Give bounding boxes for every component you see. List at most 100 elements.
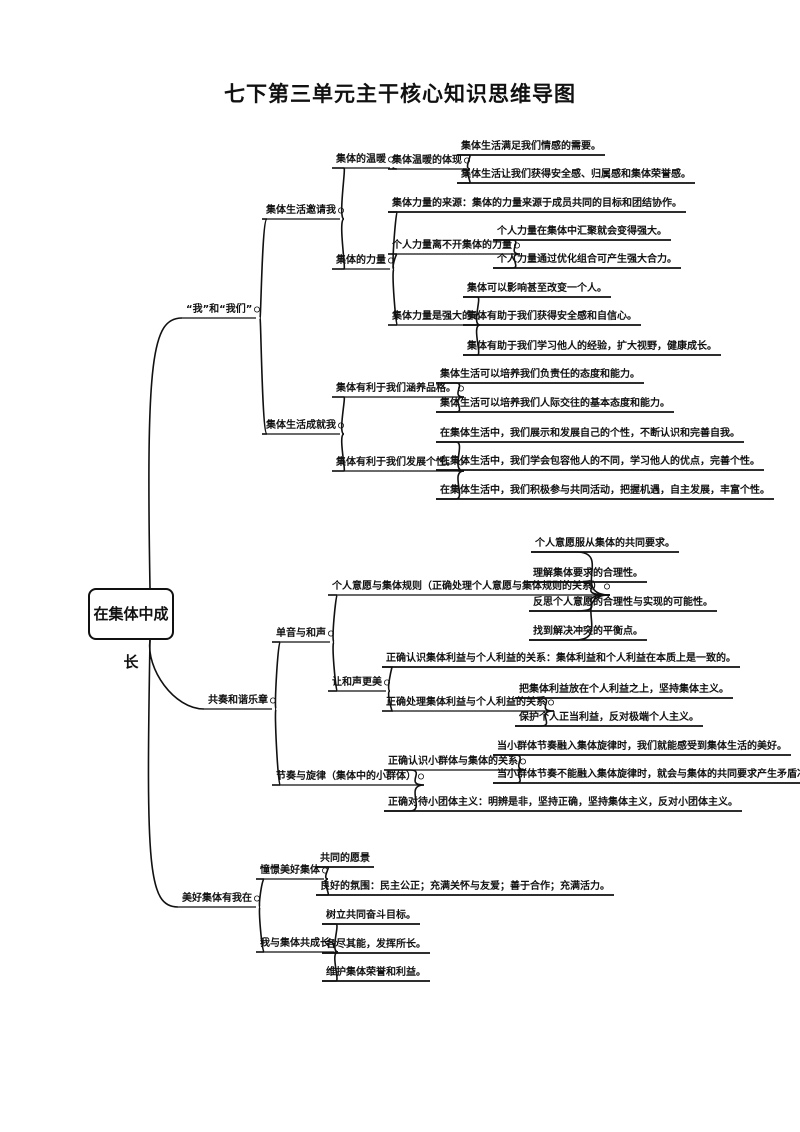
leaf-yingxiang-gaibian: 集体可以影响甚至改变一个人。 <box>467 283 607 294</box>
connector-curve <box>463 324 481 356</box>
leaf-anquangan: 集体生活让我们获得安全感、归属感和集体荣誉感。 <box>461 169 691 180</box>
collapse-toggle-icon <box>253 895 260 902</box>
node-zhengque-chuli[interactable]: 正确处理集体利益与个人利益的关系 <box>386 697 546 708</box>
connector-curve <box>463 296 481 326</box>
node-geren-yiyuan[interactable]: 个人意愿与集体规则（正确处理个人意愿与集体规则的关系） <box>332 581 602 592</box>
node-jiti-shenghuo-chengjiu[interactable]: 集体生活成就我 <box>266 420 336 431</box>
collapse-toggle-icon <box>457 459 464 466</box>
node-jiti-liliang[interactable]: 集体的力量 <box>336 255 386 266</box>
node-jiti-wennuan[interactable]: 集体的温暖 <box>336 154 386 165</box>
connector-curve <box>493 239 521 255</box>
node-wennuan-tixian[interactable]: 集体温暖的体现 <box>392 155 462 166</box>
connector-curve <box>272 708 281 786</box>
collapse-toggle-icon <box>337 422 344 429</box>
leaf-gongtong-yuanjing: 共同的愿景 <box>320 853 370 864</box>
leaf-pinghengdian: 找到解决冲突的平衡点。 <box>533 626 643 637</box>
collapse-toggle-icon <box>383 679 390 686</box>
connector-curve <box>436 382 465 398</box>
leaf-lianghao-fenwei: 良好的氛围：民主公正；充满关怀与友爱；善于合作；充满活力。 <box>320 881 610 892</box>
connector-curve <box>272 641 281 710</box>
leaf-jiji-canyu: 在集体生活中，我们积极参与共同活动，把握机遇，自主发展，丰富个性。 <box>440 485 770 496</box>
collapse-toggle-icon <box>417 773 424 780</box>
connector-curve <box>322 951 339 982</box>
connector-curve <box>332 218 346 270</box>
node-chongjing[interactable]: 憧憬美好集体 <box>260 865 320 876</box>
node-danyin-hesheng[interactable]: 单音与和声 <box>276 628 326 639</box>
connector-curve <box>515 710 555 727</box>
collapse-toggle-icon <box>520 758 527 765</box>
connector-curve <box>493 253 521 269</box>
leaf-huiju-qiangda: 个人力量在集体中汇聚就会变得强大。 <box>497 226 667 237</box>
connector-curve <box>457 168 471 184</box>
leaf-gejin-qineng: 各尽其能，发挥所长。 <box>326 939 426 950</box>
connector-curve <box>332 167 346 220</box>
connector-curve <box>436 470 465 500</box>
node-hanyang-pinge[interactable]: 集体有利于我们涵养品格。 <box>336 383 456 394</box>
collapse-toggle-icon <box>548 699 555 706</box>
collapse-toggle-icon <box>604 583 611 590</box>
collapse-toggle-icon <box>387 257 394 264</box>
connector-curve <box>316 878 330 896</box>
leaf-maodun-chongtu: 当小群体节奏不能融入集体旋律时，就会与集体的共同要求产生矛盾冲突。 <box>497 769 800 780</box>
connector-curve <box>328 594 338 643</box>
connector-curve <box>515 697 555 712</box>
connector-curve <box>256 878 265 908</box>
collapse-toggle-icon <box>514 242 521 249</box>
leaf-zixinxin: 集体有助于我们获得安全感和自信心。 <box>467 311 637 322</box>
connector-curve <box>259 317 268 435</box>
collapse-toggle-icon <box>473 313 480 320</box>
connector-curve <box>322 923 339 953</box>
node-xiaoqunti-guanxi[interactable]: 正确认识小群体与集体的关系 <box>388 756 518 767</box>
connector-curve <box>436 396 465 413</box>
leaf-fendou-mubiao: 树立共同奋斗目标。 <box>326 910 416 921</box>
node-jiezou-xuanlv[interactable]: 节奏与旋律（集体中的小群体） <box>276 771 416 782</box>
node-gong-chengzhang[interactable]: 我与集体共成长 <box>260 938 330 949</box>
connector-curve <box>148 317 183 589</box>
leaf-baorong: 在集体生活中，我们学会包容他人的不同，学习他人的优点，完善个性。 <box>440 456 760 467</box>
connector-curve <box>493 769 527 784</box>
connector-curve <box>256 906 265 953</box>
connector-curve <box>332 433 346 472</box>
collapse-toggle-icon <box>463 157 470 164</box>
connector-curve <box>531 551 611 596</box>
leaf-zhengque-renshi: 正确认识集体利益与个人利益的关系：集体利益和个人利益在本质上是一致的。 <box>386 653 736 664</box>
connector-curve <box>384 769 425 786</box>
connector-curve <box>384 784 425 812</box>
branch-gongzou-hexie[interactable]: 共奏和谐乐章 <box>208 695 268 706</box>
collapse-toggle-icon <box>327 630 334 637</box>
leaf-fucong-yaoqiu: 个人意愿服从集体的共同要求。 <box>535 538 675 549</box>
connector-curve <box>148 639 205 710</box>
leaf-xiaotuanti-zhuyi: 正确对待小团体主义：明辨是非，坚持正确，坚持集体主义，反对小团体主义。 <box>388 797 738 808</box>
leaf-kuoda-shiye: 集体有助于我们学习他人的经验，扩大视野，健康成长。 <box>467 341 717 352</box>
connector-curve <box>259 218 268 319</box>
connector-curve <box>382 666 394 692</box>
collapse-toggle-icon <box>331 940 338 947</box>
node-hesheng-gengmei[interactable]: 让和声更美 <box>332 677 382 688</box>
leaf-rongru-jiti: 当小群体节奏融入集体旋律时，我们就能感受到集体生活的美好。 <box>497 741 787 752</box>
branch-meihao-jiti[interactable]: 美好集体有我在 <box>182 893 252 904</box>
connector-curve <box>493 754 527 771</box>
collapse-toggle-icon <box>387 156 394 163</box>
node-fazhan-gexing[interactable]: 集体有利于我们发展个性。 <box>336 457 456 468</box>
collapse-toggle-icon <box>253 306 260 313</box>
leaf-renji-jiaowang: 集体生活可以培养我们人际交往的基本态度和能力。 <box>440 398 670 409</box>
leaf-fansi-yiyuan: 反思个人意愿的合理性与实现的可能性。 <box>533 597 713 608</box>
root-node[interactable]: 在集体中成长 <box>88 588 174 671</box>
connector-curve <box>388 268 398 326</box>
node-liliang-qiangda[interactable]: 集体力量是强大的 <box>392 311 472 322</box>
leaf-liliang-laiyuan: 集体力量的来源：集体的力量来源于成员共同的目标和团结协作。 <box>392 198 682 209</box>
connector-curve <box>328 641 338 692</box>
connector-curve <box>529 581 611 596</box>
leaf-fandui-geren-zhuyi: 保护个人正当利益，反对极端个人主义。 <box>519 712 699 723</box>
connector-curve <box>382 690 394 712</box>
collapse-toggle-icon <box>457 385 464 392</box>
leaf-youhua-zuhe: 个人力量通过优化组合可产生强大合力。 <box>497 254 677 265</box>
leaf-heli-xing: 理解集体要求的合理性。 <box>533 568 643 579</box>
leaf-fuzeren: 集体生活可以培养我们负责任的态度和能力。 <box>440 369 640 380</box>
connector-curve <box>332 396 346 435</box>
branch-wo-he-women[interactable]: “我”和“我们” <box>186 304 253 315</box>
node-jiti-shenghuo-yaoqing[interactable]: 集体生活邀请我 <box>266 205 336 216</box>
node-geren-liliang[interactable]: 个人力量离不开集体的力量 <box>392 240 512 251</box>
connector-curve <box>147 639 179 908</box>
